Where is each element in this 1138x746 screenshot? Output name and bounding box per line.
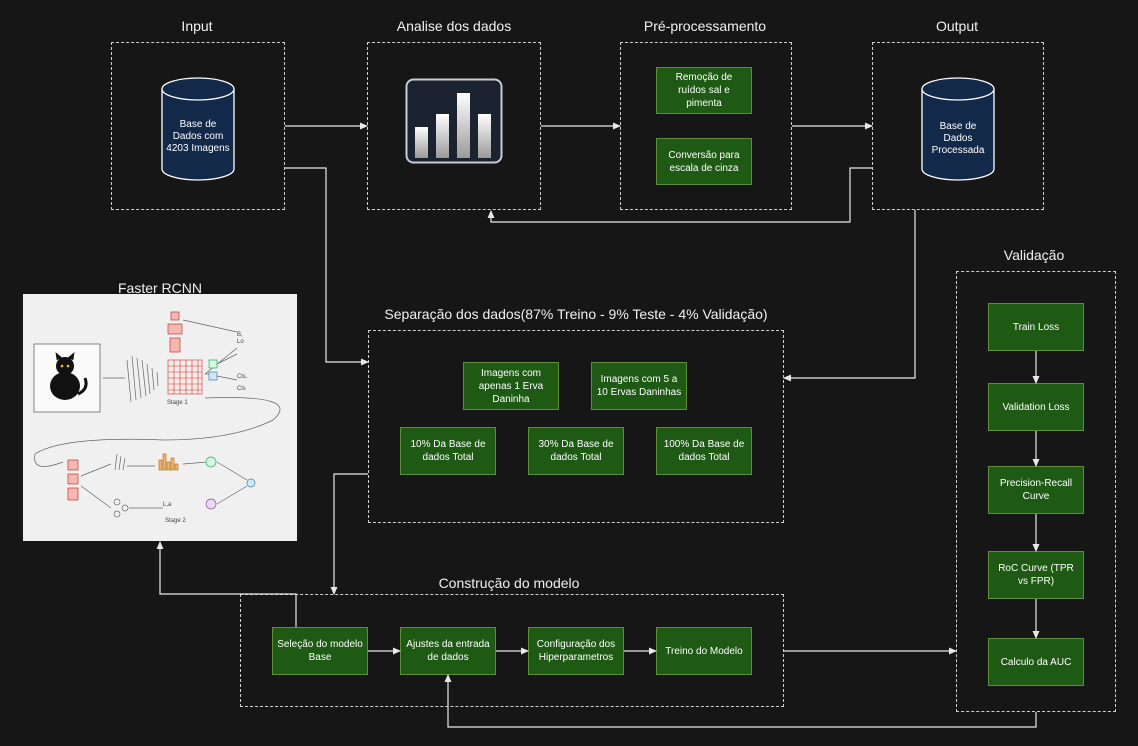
construcao-step-hiperparametros: Configuração dos Hiperparametros — [528, 627, 624, 675]
separacao-box-1-erva: Imagens com apenas 1 Erva Daninha — [463, 362, 559, 410]
separacao-box-30pct: 30% Da Base de dados Total — [528, 427, 624, 475]
construcao-step-selecao: Seleção do modelo Base — [272, 627, 368, 675]
output-db-line-3: Processada — [931, 145, 985, 156]
section-title-validacao: Validação — [1003, 247, 1065, 263]
validacao-container — [956, 271, 1116, 712]
svg-text:Lo: Lo — [237, 339, 244, 345]
validacao-step-train-loss: Train Loss — [988, 303, 1084, 351]
section-title-faster-rcnn: Faster RCNN — [117, 280, 203, 296]
svg-text:B,: B, — [237, 332, 243, 338]
section-title-analise: Analise dos dados — [396, 18, 512, 34]
section-title-input: Input — [181, 18, 213, 34]
separacao-container — [368, 330, 784, 523]
separacao-box-10pct: 10% Da Base de dados Total — [400, 427, 496, 475]
section-title-output: Output — [935, 18, 979, 34]
construcao-step-ajustes: Ajustes da entrada de dados — [400, 627, 496, 675]
construcao-container — [240, 594, 784, 707]
input-db-line-2: Dados com — [172, 131, 224, 142]
input-container — [111, 42, 285, 210]
separacao-box-5-10-ervas: Imagens com 5 a 10 Ervas Daninhas — [591, 362, 687, 410]
svg-text:L,a: L,a — [163, 502, 172, 508]
bar-chart-icon — [405, 78, 503, 164]
svg-text:Stage 1: Stage 1 — [167, 400, 188, 406]
construcao-step-treino: Treino do Modelo — [656, 627, 752, 675]
validacao-step-roc-curve: RoC Curve (TPR vs FPR) — [988, 551, 1084, 599]
section-title-preproc: Pré-processamento — [643, 18, 767, 34]
output-db-line-2: Dados — [943, 133, 973, 144]
preproc-step-cinza: Conversão para escala de cinza — [656, 138, 752, 185]
input-database-icon: Base de Dados com 4203 Imagens — [161, 77, 235, 181]
output-db-line-1: Base de — [939, 121, 977, 132]
preproc-step-ruidos: Remoção de ruídos sal e pimenta — [656, 67, 752, 114]
faster-rcnn-figure: B, Lo Cls, Cls Stage 1 L,a — [23, 294, 297, 541]
output-database-icon: Base de Dados Processada — [921, 77, 995, 181]
input-db-line-3: 4203 Imagens — [166, 143, 230, 154]
svg-text:Cls: Cls — [237, 386, 246, 392]
section-title-separacao: Separação dos dados(87% Treino - 9% Test… — [384, 306, 768, 322]
validacao-step-precision-recall: Precision-Recall Curve — [988, 466, 1084, 514]
input-db-line-1: Base de — [179, 119, 217, 130]
section-title-construcao: Construção do modelo — [438, 575, 580, 591]
svg-text:Stage 2: Stage 2 — [165, 518, 186, 524]
svg-text:Cls,: Cls, — [237, 374, 248, 380]
separacao-box-100pct: 100% Da Base de dados Total — [656, 427, 752, 475]
